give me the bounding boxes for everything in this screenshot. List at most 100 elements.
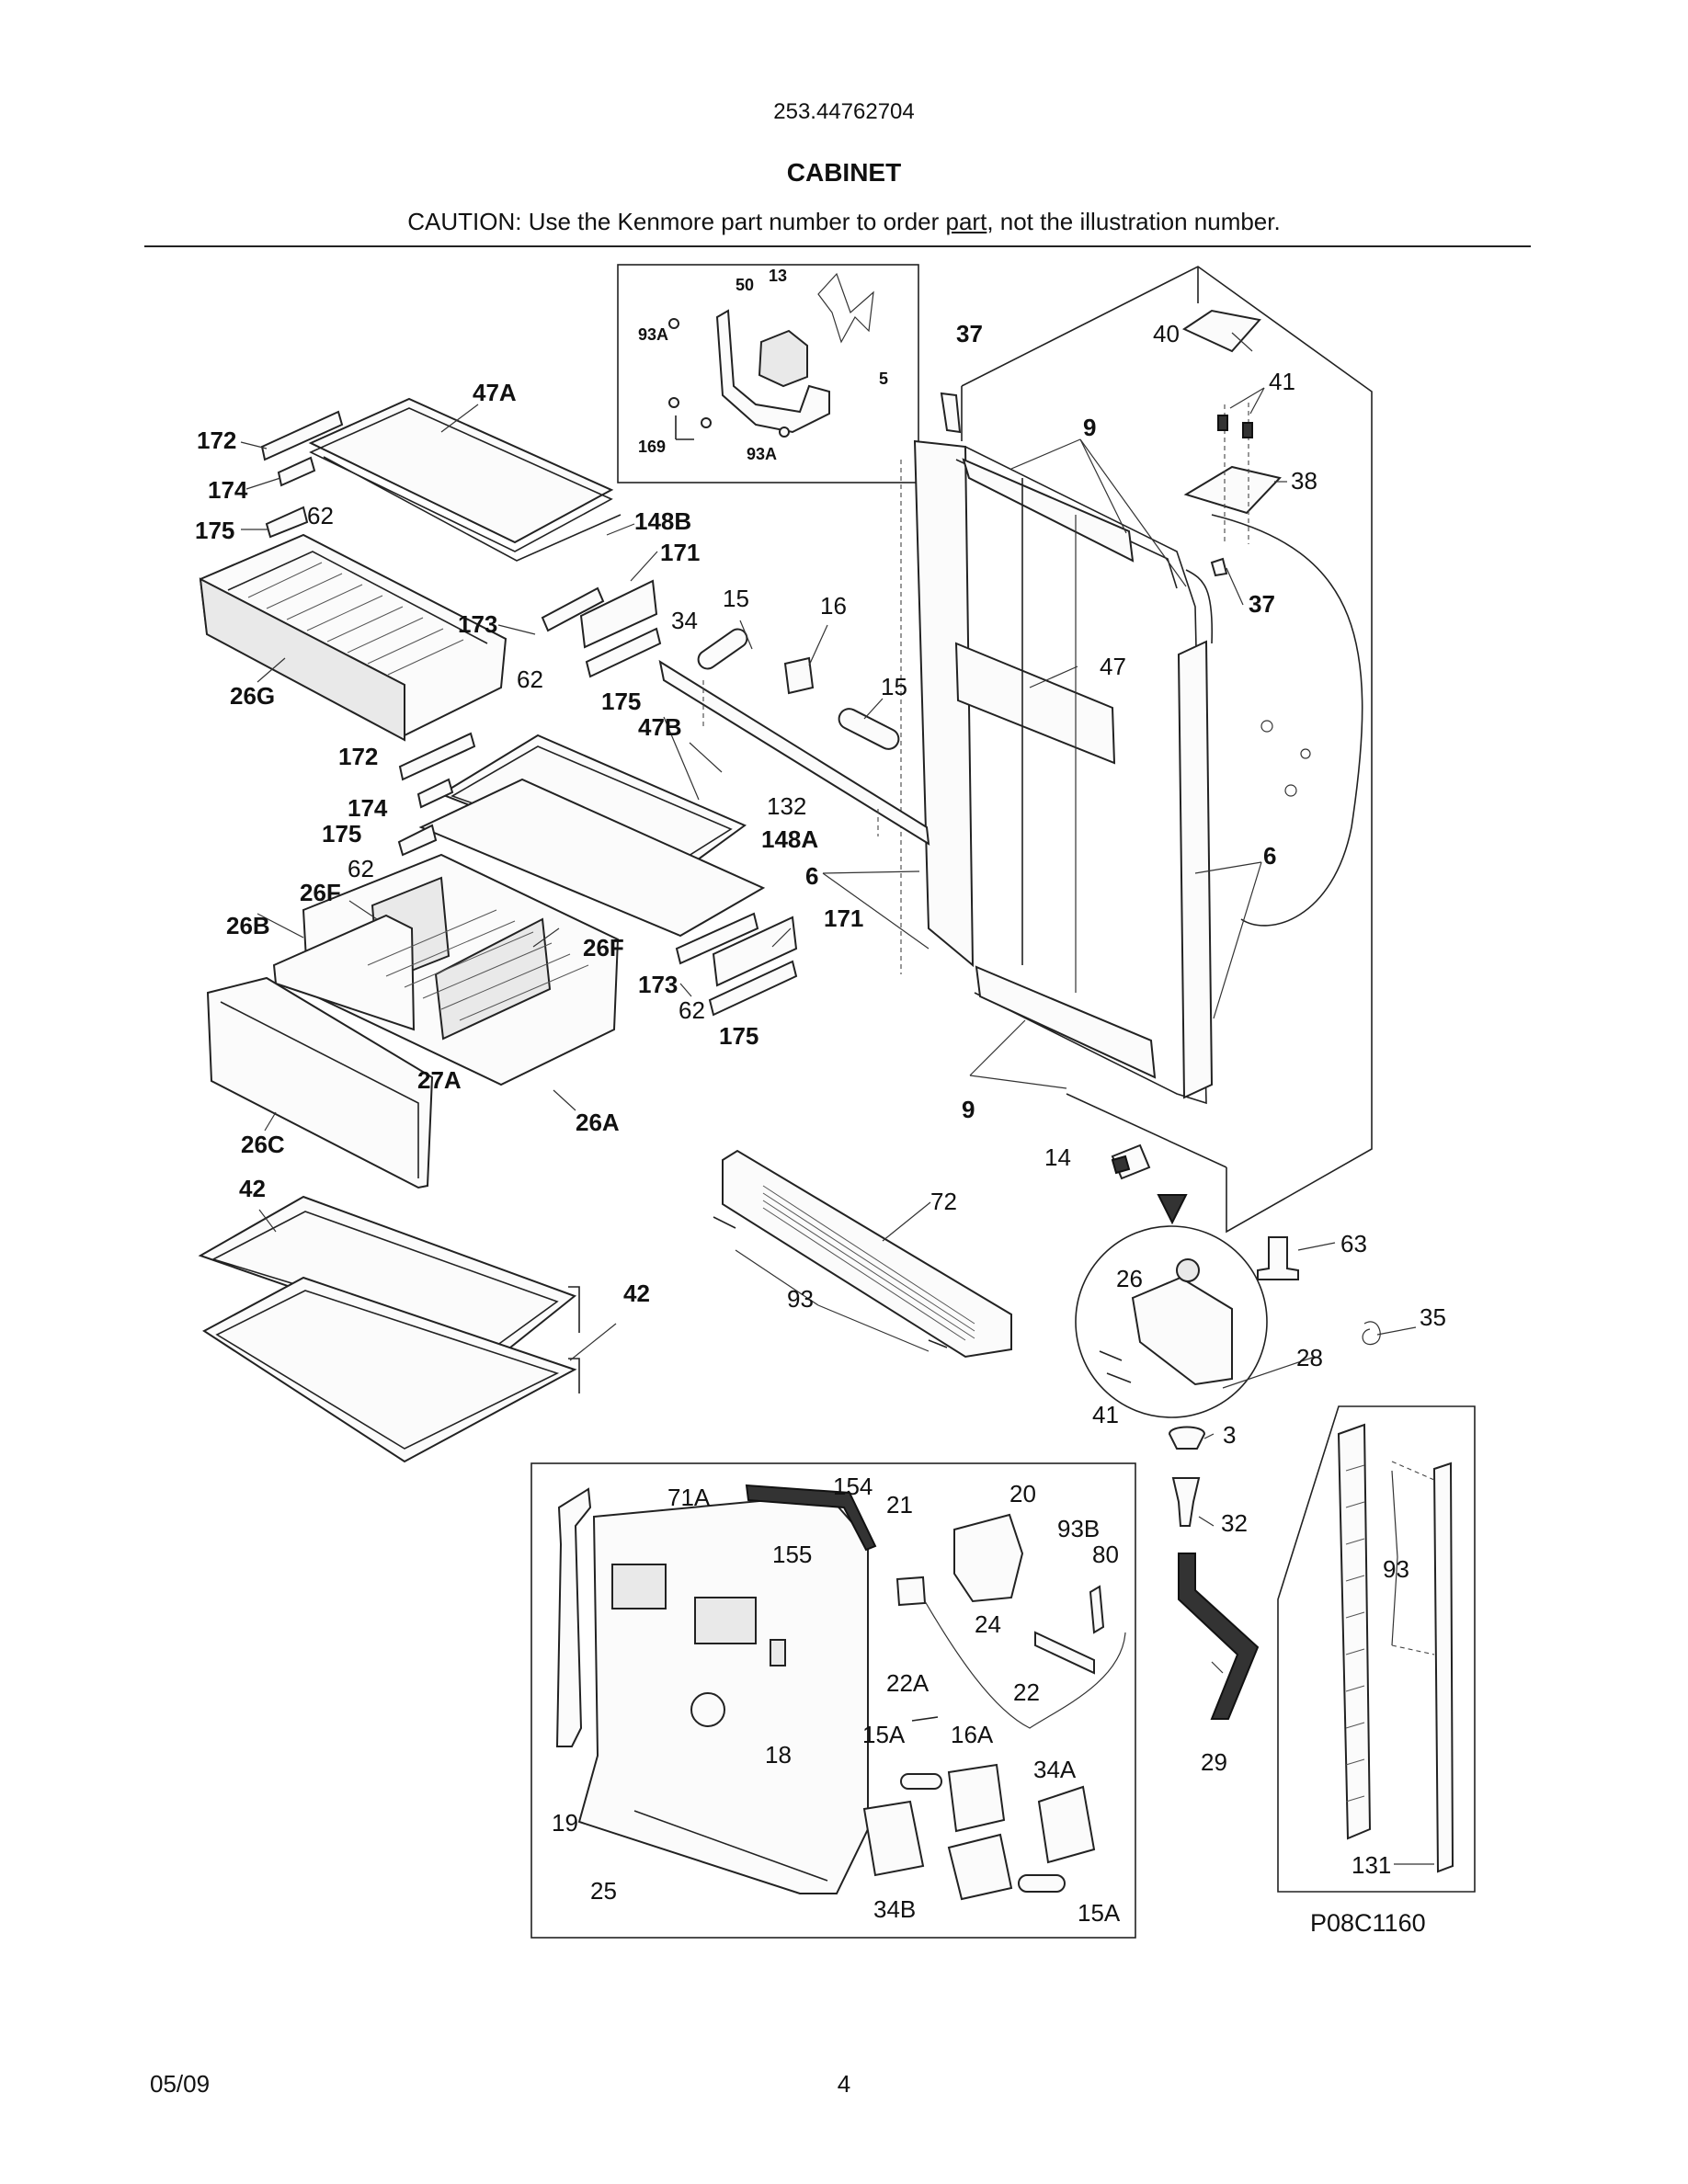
callout-15-lower: 15: [881, 673, 907, 700]
callout-155: 155: [772, 1541, 812, 1568]
callout-5: 5: [879, 370, 888, 388]
callout-72: 72: [930, 1188, 957, 1215]
crisper-cover-lower: [397, 732, 798, 1017]
callout-15A-upper: 15A: [862, 1721, 906, 1748]
callout-50: 50: [736, 276, 754, 294]
callout-16A: 16A: [951, 1721, 994, 1748]
callout-15-upper: 15: [723, 585, 749, 612]
callout-172-lower: 172: [338, 743, 378, 770]
callout-41-top: 41: [1269, 368, 1295, 395]
callout-173-lower: 173: [638, 971, 678, 998]
callout-174-lower: 174: [348, 794, 388, 822]
grille-72: [713, 1149, 1012, 1359]
callout-47B: 47B: [638, 713, 682, 741]
footer-date: 05/09: [150, 2070, 211, 2098]
callout-26: 26: [1116, 1265, 1143, 1292]
callout-26G: 26G: [230, 682, 275, 710]
callout-27A: 27A: [417, 1066, 462, 1094]
callout-34A: 34A: [1033, 1756, 1077, 1783]
callout-9-top: 9: [1083, 414, 1096, 441]
callout-15A-lower: 15A: [1078, 1899, 1121, 1927]
section-title: CABINET: [786, 158, 902, 187]
leveling-parts: [1168, 1236, 1381, 1720]
crisper-cover-upper: [260, 397, 662, 678]
caution-suffix: , not the illustration number.: [987, 208, 1281, 235]
cabinet-shell: [961, 266, 1373, 1234]
callout-175-fourth: 175: [719, 1022, 758, 1050]
callout-34B: 34B: [873, 1895, 916, 1923]
pantry-drawer-26A: [206, 853, 620, 1189]
callout-22A: 22A: [886, 1669, 930, 1697]
callout-42-lower: 42: [623, 1280, 650, 1307]
callout-35: 35: [1420, 1303, 1446, 1331]
callout-93-rail: 93: [1383, 1555, 1409, 1583]
callout-80: 80: [1092, 1541, 1119, 1568]
callout-40: 40: [1153, 320, 1180, 347]
bottom-hinge-detail: [1075, 1143, 1268, 1418]
callout-169: 169: [638, 438, 666, 456]
callout-173-upper: 173: [458, 610, 497, 638]
callout-154: 154: [833, 1473, 873, 1500]
header-divider: [144, 245, 1531, 247]
callout-6-left: 6: [805, 862, 818, 890]
cabinet-liner-frame: [900, 439, 1214, 1105]
callout-62-fourth: 62: [679, 996, 705, 1024]
rail-inset-131: [1277, 1405, 1476, 1893]
callout-47A: 47A: [473, 379, 517, 406]
callout-37-right: 37: [1249, 590, 1275, 618]
callout-174-upper: 174: [208, 476, 248, 504]
callout-24: 24: [975, 1610, 1001, 1638]
glass-shelves-42: [198, 1195, 580, 1463]
callout-9-bottom: 9: [962, 1096, 975, 1123]
callout-13: 13: [769, 267, 787, 285]
callout-71A: 71A: [667, 1484, 711, 1511]
callout-3: 3: [1223, 1421, 1236, 1449]
callout-32: 32: [1221, 1509, 1248, 1537]
callout-19: 19: [552, 1809, 578, 1837]
callout-34: 34: [671, 607, 698, 634]
callout-20: 20: [1009, 1480, 1036, 1507]
callout-21: 21: [886, 1491, 913, 1519]
callout-62-second: 62: [517, 665, 543, 693]
callout-26B: 26B: [226, 912, 270, 939]
callout-26F-left: 26F: [300, 879, 341, 906]
callout-22: 22: [1013, 1678, 1040, 1706]
callout-132: 132: [767, 792, 806, 820]
center-components: [658, 628, 930, 846]
crisper-drawer-26G: [199, 533, 508, 742]
callout-26A: 26A: [576, 1109, 620, 1136]
callout-93A-inset-2: 93A: [747, 445, 777, 463]
callout-26F-right: 26F: [583, 934, 624, 961]
control-panel-inset: [530, 1462, 1136, 1939]
callout-148B: 148B: [634, 507, 691, 535]
callout-18: 18: [765, 1741, 792, 1769]
callout-6-right: 6: [1263, 842, 1276, 870]
callout-93B: 93B: [1057, 1515, 1100, 1542]
callout-26C: 26C: [241, 1131, 285, 1158]
caution-prefix: CAUTION: Use the Kenmore part number to …: [407, 208, 946, 235]
callout-29: 29: [1201, 1748, 1227, 1776]
callout-16: 16: [820, 592, 847, 620]
callout-47: 47: [1100, 653, 1126, 680]
callout-38: 38: [1291, 467, 1317, 495]
callout-148A: 148A: [761, 825, 818, 853]
callout-37-top: 37: [956, 320, 983, 347]
callout-28: 28: [1296, 1344, 1323, 1371]
callout-labels: 50 13 93A 5 169 93A 37 40 41 9 38 37 47A…: [195, 267, 1446, 1927]
caution-part-link[interactable]: part: [945, 208, 987, 235]
page-number: 4: [837, 2070, 851, 2098]
callout-41-bottom: 41: [1092, 1401, 1119, 1428]
callout-175-upper: 175: [195, 517, 234, 544]
callout-171-lower: 171: [824, 904, 863, 932]
callout-93A-inset: 93A: [638, 325, 668, 344]
callout-175-second: 175: [601, 688, 641, 715]
callout-25: 25: [590, 1877, 617, 1905]
callout-42-upper: 42: [239, 1175, 266, 1202]
callout-93-grille: 93: [787, 1285, 814, 1313]
figure-code: P08C1160: [1310, 1909, 1426, 1937]
callout-62-third: 62: [348, 855, 374, 882]
callout-175-third: 175: [322, 820, 361, 847]
callout-62-upper: 62: [307, 502, 334, 529]
